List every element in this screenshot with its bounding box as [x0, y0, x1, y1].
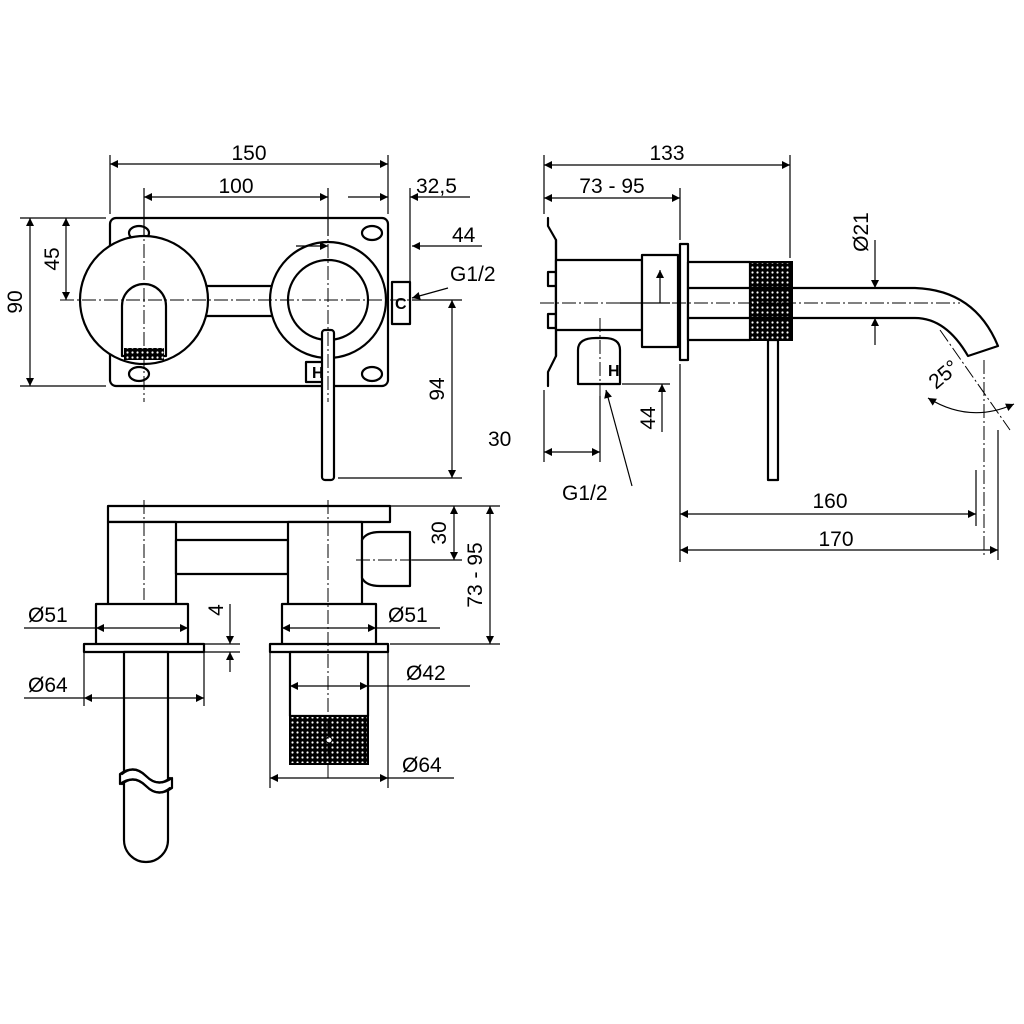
dim-30-side: 30	[488, 428, 511, 451]
top-plate	[106, 504, 392, 524]
dim-44-side: 44	[637, 406, 660, 430]
dim-dia42: Ø42	[406, 662, 446, 685]
cold-marker-label: C	[395, 296, 407, 313]
front-view: H C 150 100 32,5 44 G1/2 90	[4, 142, 496, 482]
bracket-bolt	[546, 312, 558, 330]
top-right-body-lower	[288, 650, 370, 718]
dim-133: 133	[649, 142, 684, 165]
side-knurl	[749, 261, 793, 341]
top-left-body	[106, 520, 178, 608]
dim-150: 150	[231, 142, 266, 165]
top-connecting-pipe	[174, 538, 290, 576]
dim-73-95-side: 73 - 95	[579, 175, 644, 198]
side-hot-connection	[576, 336, 622, 386]
dim-94: 94	[426, 377, 449, 401]
cold-connection	[390, 280, 412, 326]
spout-side	[686, 286, 1000, 358]
side-handle	[766, 338, 780, 482]
dim-45: 45	[41, 247, 64, 270]
dim-32-5: 32,5	[416, 175, 457, 198]
side-hot-label: H	[608, 363, 620, 380]
side-neck	[686, 260, 752, 342]
top-spout	[122, 650, 170, 864]
dim-44-front: 44	[452, 224, 476, 247]
side-rosette-plate	[678, 242, 690, 362]
top-right-rosette	[280, 602, 378, 648]
dim-angle: 25°	[924, 356, 963, 394]
dim-170: 170	[818, 528, 853, 551]
connecting-pipe	[198, 284, 278, 318]
mounting-hole	[360, 365, 384, 383]
thread-side: G1/2	[562, 482, 608, 505]
dim-73-95-top: 73 - 95	[464, 542, 487, 607]
dim-4: 4	[205, 604, 228, 616]
mixer-handle	[320, 328, 336, 482]
top-inlet	[360, 530, 412, 588]
dim-dia64-left: Ø64	[28, 674, 68, 697]
dim-dia21: Ø21	[850, 212, 873, 252]
dim-dia51-right: Ø51	[388, 604, 428, 627]
dim-dia64-right: Ø64	[402, 754, 442, 777]
mounting-hole	[360, 224, 384, 242]
mounting-hole	[127, 365, 151, 383]
hot-marker-label: H	[312, 365, 324, 382]
bracket-bolt	[546, 270, 558, 288]
side-body	[554, 258, 644, 332]
dim-dia51-left: Ø51	[28, 604, 68, 627]
dim-30-top: 30	[428, 521, 451, 544]
dim-90: 90	[4, 290, 27, 313]
top-view: 30 73 - 95 Ø51 Ø51 4 Ø64 Ø42 Ø64	[24, 500, 500, 864]
wall-bracket	[546, 216, 558, 388]
top-left-rosette	[94, 602, 190, 648]
side-view: H Ø21 25° 133 73 - 95 30	[488, 142, 1015, 562]
dim-100: 100	[218, 175, 253, 198]
top-right-flange	[268, 642, 390, 654]
top-left-flange	[82, 642, 206, 654]
top-right-body	[286, 520, 364, 608]
dim-160: 160	[812, 490, 847, 513]
thread-front: G1/2	[450, 263, 496, 286]
